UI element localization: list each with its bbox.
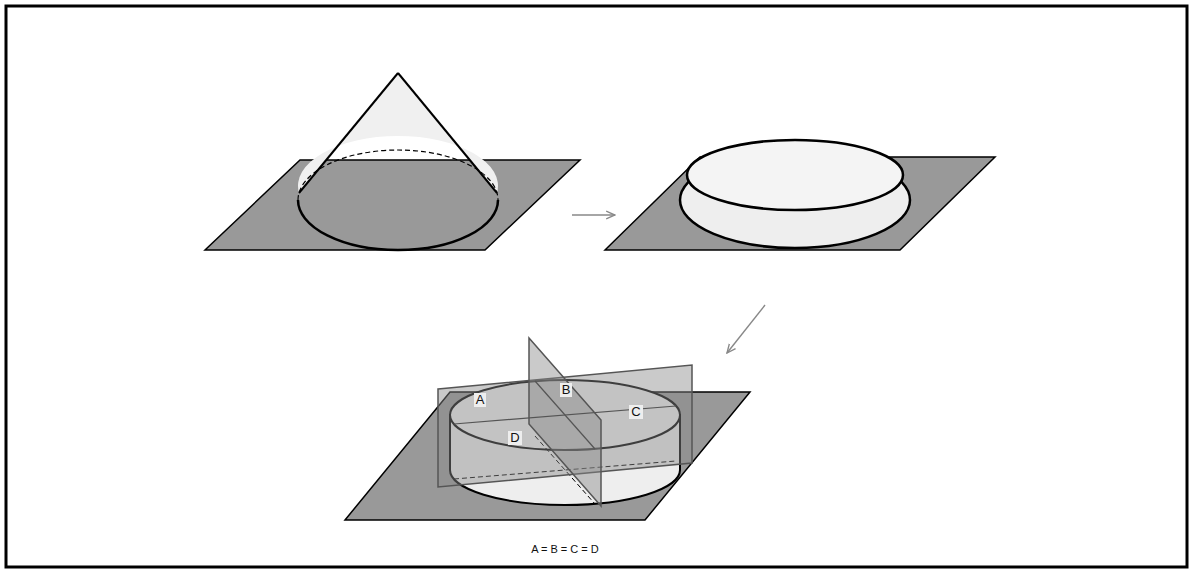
part-label: A	[474, 393, 487, 407]
part-label: C	[629, 405, 642, 419]
cone-panel	[205, 73, 580, 250]
disk-panel	[605, 140, 995, 250]
arrow	[572, 214, 615, 215]
divided-disk-panel	[345, 338, 750, 520]
part-label: B	[560, 383, 573, 397]
caption-equation: A = B = C = D	[531, 543, 599, 555]
frame	[6, 6, 1187, 567]
part-label: D	[508, 431, 521, 445]
arrow	[727, 305, 765, 353]
